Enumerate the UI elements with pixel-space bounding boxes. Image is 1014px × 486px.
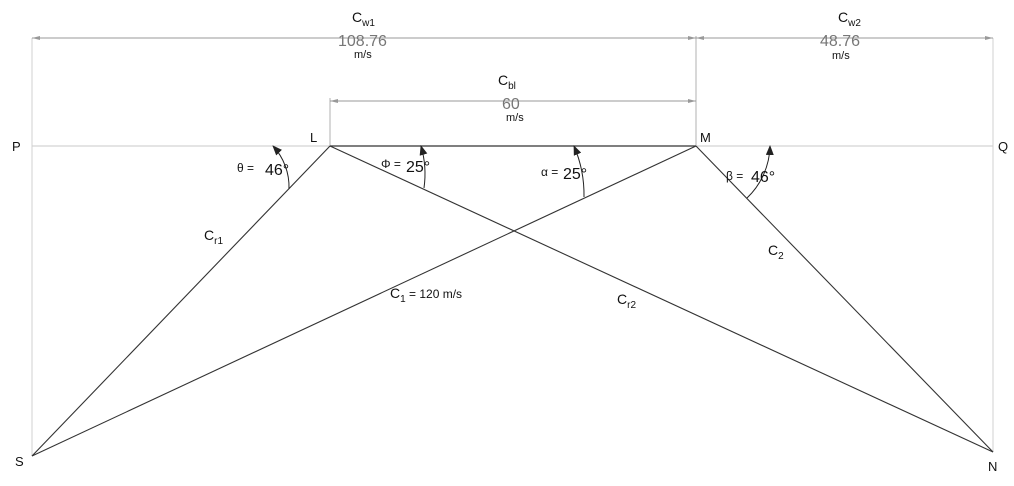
point-q-label: Q	[998, 139, 1008, 154]
alpha-angle-arc	[573, 145, 585, 198]
cr2-label: Cr2	[617, 291, 636, 311]
beta-label: β =	[726, 169, 743, 183]
point-m-label: M	[700, 130, 711, 145]
point-s-label: S	[15, 454, 24, 469]
c2-line	[695, 145, 994, 453]
cbl-dimension	[330, 99, 696, 103]
cr1-line	[31, 145, 331, 457]
phi-angle-arc	[419, 145, 428, 189]
point-l-label: L	[310, 130, 317, 145]
cw2-label: Cw2	[838, 9, 861, 29]
beta-angle-arc	[746, 145, 774, 199]
phi-value: 25°	[406, 159, 430, 176]
point-p-label: P	[12, 139, 21, 154]
cr2-line	[329, 145, 994, 453]
cw2-value: 48.76	[820, 33, 860, 50]
cr1-label: Cr1	[204, 227, 223, 247]
beta-value: 46°	[751, 169, 775, 186]
theta-value: 46°	[265, 162, 289, 179]
point-n-label: N	[988, 459, 997, 474]
alpha-value: 25°	[563, 166, 587, 183]
cw2-dimension	[696, 36, 993, 40]
alpha-label: α =	[541, 165, 558, 179]
cw2-unit: m/s	[832, 50, 850, 62]
cw1-dimension	[32, 36, 696, 40]
theta-angle-arc	[272, 145, 290, 190]
c2-label: C2	[768, 242, 784, 262]
cbl-label: Cbl	[498, 72, 516, 92]
c1-line	[31, 145, 697, 457]
cbl-unit: m/s	[506, 112, 524, 124]
phi-label: Φ =	[381, 157, 401, 171]
cw1-unit: m/s	[354, 49, 372, 61]
cbl-value: 60	[502, 96, 520, 113]
cw1-value: 108.76	[338, 33, 387, 50]
c1-label: C1 = 120 m/s	[390, 285, 462, 305]
theta-label: θ =	[237, 161, 254, 175]
cw1-label: Cw1	[352, 9, 375, 29]
